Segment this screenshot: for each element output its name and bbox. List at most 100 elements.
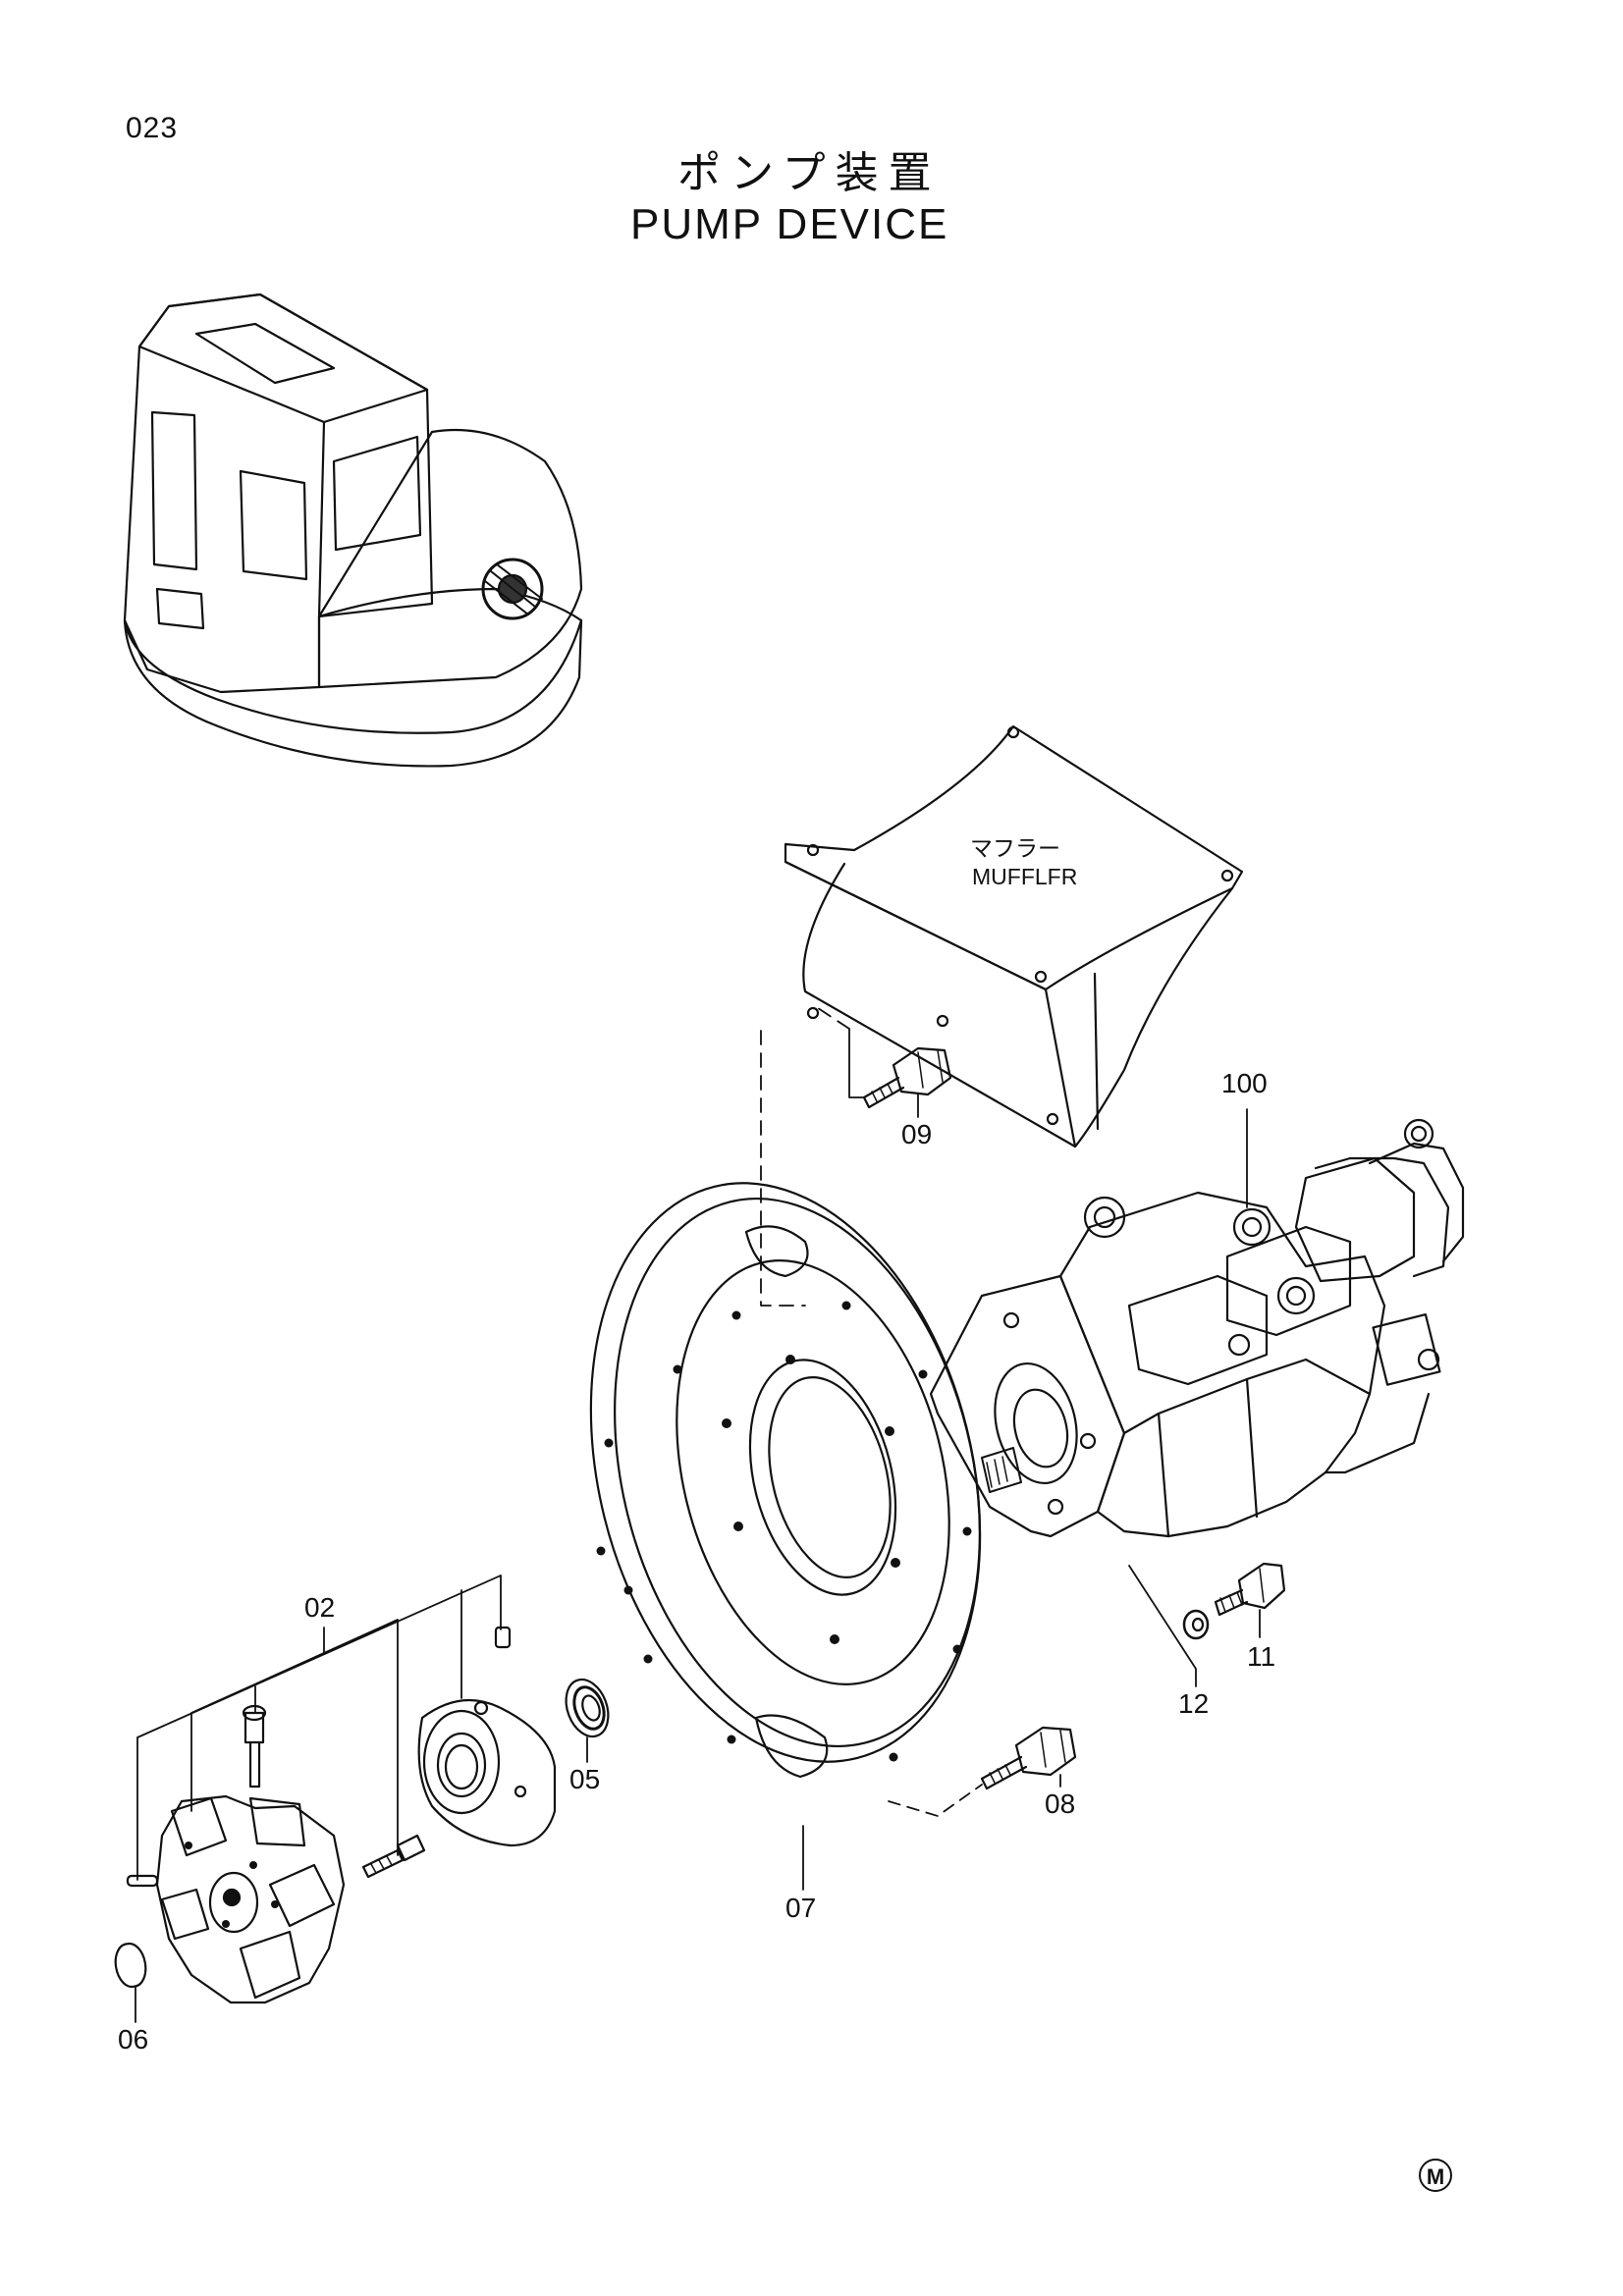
callout-08: 08	[1045, 1789, 1076, 1819]
hub-collar-face	[424, 1711, 499, 1813]
flange-housing	[533, 1142, 1038, 1803]
washer-12	[1184, 1611, 1208, 1638]
pump-location-outer	[483, 560, 542, 618]
pump-bottom-edge	[1325, 1394, 1429, 1472]
hub-collar-setscrew-2	[515, 1787, 525, 1796]
gear-pump-port-inner	[1412, 1127, 1426, 1141]
cab-window-front	[152, 412, 196, 569]
socket-bolt-head	[243, 1706, 265, 1720]
coupling-hub-hole	[224, 1890, 240, 1905]
machine-deck	[125, 620, 581, 733]
mount-bolt-3	[1081, 1434, 1095, 1448]
page-number: 023	[126, 112, 179, 144]
muffler-hole-2	[1008, 727, 1018, 737]
muffler-label-en: MUFFLFR	[972, 864, 1078, 889]
gear-pump-block	[1374, 1314, 1440, 1385]
callout-09: 09	[901, 1119, 933, 1149]
flange-face	[635, 1232, 992, 1714]
bearing-outer	[559, 1674, 616, 1742]
regulator-port-4	[1085, 1198, 1124, 1237]
regulator-port-2	[1278, 1278, 1314, 1313]
flange-bolt-holes	[596, 1301, 972, 1762]
title-japanese: ポンプ装置	[677, 148, 942, 198]
coupling-block-3	[270, 1865, 334, 1926]
callout-12: 12	[1178, 1688, 1210, 1719]
callout-05: 05	[569, 1764, 601, 1794]
regulator-port-1-inner	[1243, 1218, 1261, 1236]
coupling-assembly	[112, 1628, 555, 2002]
coupling-bolt	[363, 1836, 424, 1877]
cab-window-lower	[157, 589, 203, 628]
counterweight	[319, 430, 581, 687]
hydraulic-pump	[931, 1120, 1463, 1536]
flange-slot-bottom	[756, 1716, 827, 1778]
leader-lines	[135, 1006, 1260, 2022]
bolt-08	[982, 1728, 1075, 1789]
hub-collar-bore	[438, 1734, 485, 1796]
muffler-hole-4	[1036, 972, 1046, 982]
muffler-bracket	[785, 726, 1242, 1147]
coupling-pin	[128, 1876, 157, 1886]
flange-face-holes	[722, 1355, 900, 1644]
cab-body	[125, 294, 432, 692]
muffler-hole-6	[1048, 1114, 1057, 1124]
callout-07: 07	[785, 1893, 817, 1923]
pilot-pump-body	[1316, 1158, 1448, 1276]
gear-pump	[1370, 1144, 1463, 1261]
cab-window-door	[241, 471, 306, 579]
pump-body	[1060, 1193, 1384, 1536]
mount-bolt-1	[1004, 1313, 1018, 1327]
flange-slot-top	[746, 1226, 808, 1276]
pump-body-rib	[1159, 1379, 1257, 1536]
hub-collar-bore-inner	[446, 1745, 477, 1789]
pump-regulator	[1227, 1227, 1350, 1335]
muffler-web-inner	[1046, 974, 1098, 1147]
muffler-web	[803, 864, 1232, 1147]
gear-pump-port	[1405, 1120, 1433, 1148]
coupling-block-2	[250, 1798, 304, 1845]
flange-bore-inner	[750, 1364, 910, 1590]
coupling-bolt-threads	[371, 1856, 392, 1873]
pilot-pump	[1296, 1158, 1414, 1281]
coupling-body	[157, 1796, 344, 2002]
socket-bolt	[245, 1713, 263, 1787]
pump-body-detail	[1129, 1276, 1267, 1384]
regulator-port-2-inner	[1287, 1287, 1305, 1305]
part-06-disc	[112, 1942, 148, 1990]
callout-02: 02	[304, 1592, 336, 1623]
regulator-port-4-inner	[1095, 1207, 1114, 1227]
pump-body-edge	[1124, 1360, 1370, 1433]
bearing-ring	[559, 1674, 616, 1742]
pump-pilot-inner	[1006, 1384, 1075, 1472]
callout-11: 11	[1247, 1641, 1276, 1672]
muffler-hole-1	[808, 845, 818, 855]
cab-edge	[319, 422, 324, 616]
side-fitting	[1419, 1350, 1438, 1369]
cab-roof-panel	[196, 324, 334, 383]
callout-100: 100	[1221, 1068, 1268, 1098]
bolt-09	[864, 1048, 950, 1107]
flange-rim	[561, 1159, 1035, 1785]
cab-roof	[139, 294, 427, 422]
coupling-hole-1	[222, 1920, 230, 1928]
regulator-port-1	[1234, 1209, 1270, 1245]
muffler-label-jp: マフラー	[970, 835, 1060, 861]
pump-pilot	[983, 1355, 1089, 1492]
coupling-block-1	[172, 1798, 226, 1855]
leader-08-dashed	[889, 1785, 982, 1816]
pump-shaft-splines	[987, 1457, 1007, 1487]
muffler-hole-7	[938, 1016, 947, 1026]
callout-06: 06	[118, 2024, 149, 2055]
coupling-hub	[210, 1873, 257, 1932]
hub-collar	[419, 1700, 555, 1845]
regulator-port-3	[1229, 1335, 1249, 1355]
footer-mark: M	[1419, 2159, 1452, 2192]
leader-09	[849, 1029, 918, 1117]
leader-02-frame	[137, 1575, 501, 1880]
leader-12	[1129, 1566, 1196, 1686]
flange-outer	[533, 1142, 1038, 1803]
muffler-plate-edge	[785, 862, 1046, 989]
leader-09-dashed	[761, 1006, 849, 1306]
coupling-hole-4	[271, 1900, 279, 1908]
coupling-hole-2	[249, 1861, 257, 1869]
